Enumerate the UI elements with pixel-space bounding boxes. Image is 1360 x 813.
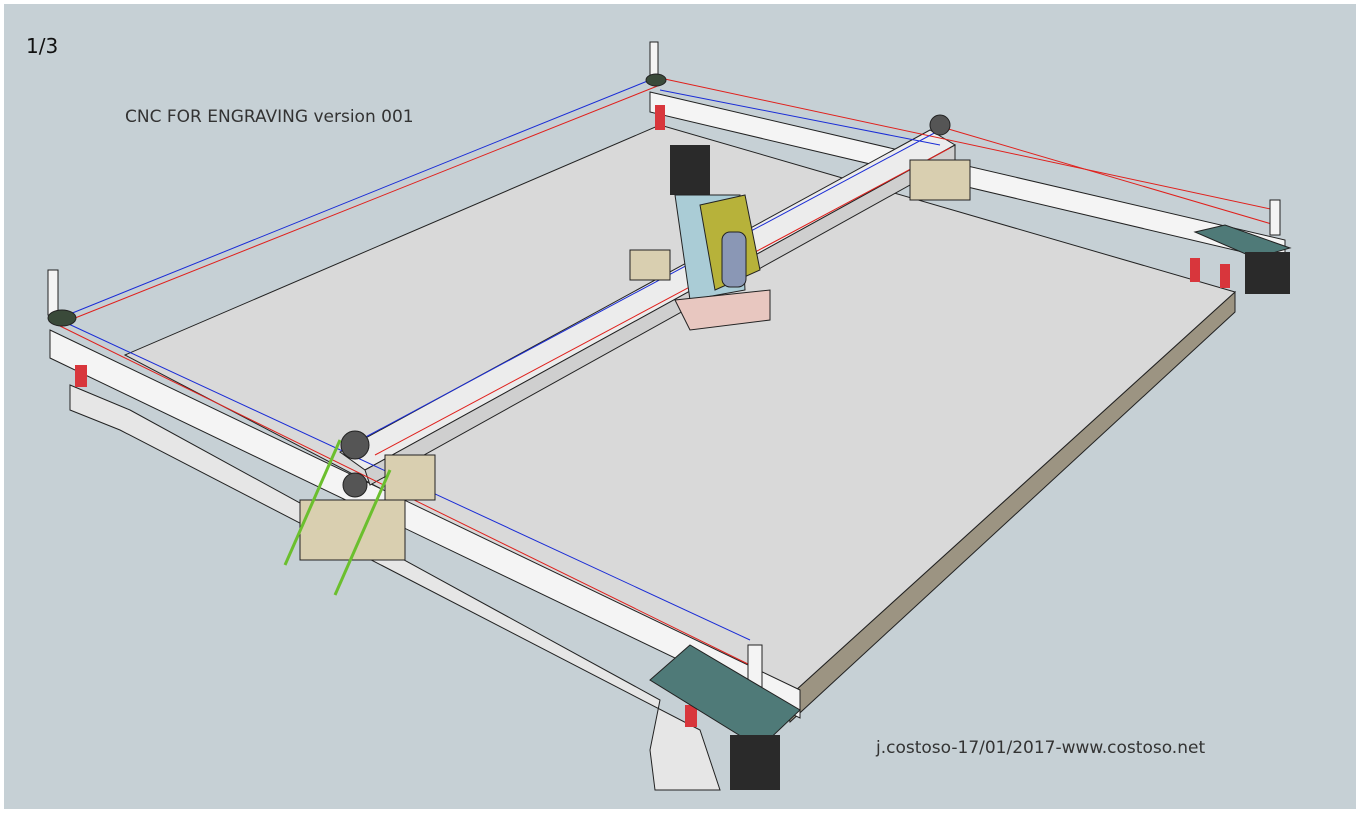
foot-back-right — [1190, 258, 1200, 282]
stepper-motor-front — [730, 735, 780, 790]
motor-plate-front — [649, 644, 801, 749]
cnc-model-drawing — [47, 41, 1292, 791]
front-rail — [49, 329, 801, 791]
drawing-title: CNC FOR ENGRAVING version 001 — [125, 107, 414, 127]
stepper-motor-back — [1245, 252, 1290, 294]
author-credit: j.costoso-17/01/2017-www.costoso.net — [876, 738, 1206, 758]
spindle — [721, 231, 747, 288]
stepper-motors — [649, 224, 1292, 790]
y-carriage-back — [909, 114, 971, 201]
z-motor — [670, 145, 710, 195]
motor-plate-back — [1193, 224, 1292, 259]
tool-carriage — [629, 145, 771, 331]
foot-back-left — [655, 105, 665, 130]
y-carriage-front — [283, 430, 436, 596]
foot-front-right — [685, 705, 697, 727]
foot-front-left — [75, 365, 87, 387]
page-number: 1/3 — [26, 34, 59, 58]
cad-render: 1/3 CNC FOR ENGRAVING version 001 j.cost… — [4, 4, 1356, 809]
